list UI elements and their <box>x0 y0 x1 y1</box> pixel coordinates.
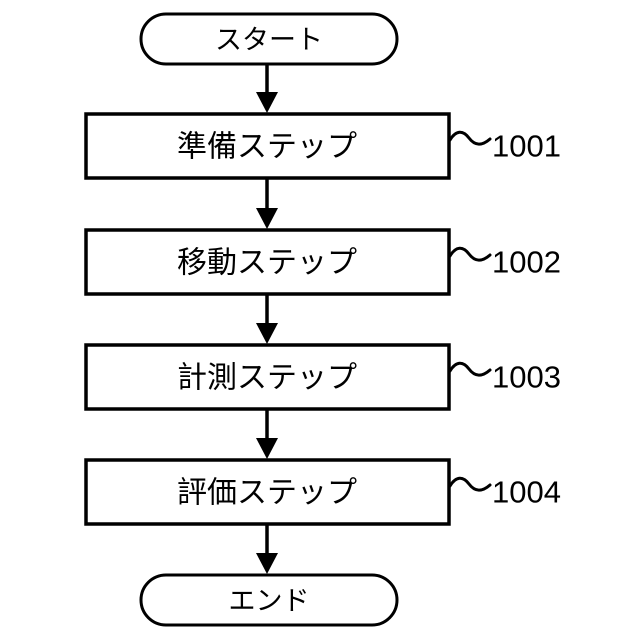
end-terminal-label: エンド <box>229 586 310 616</box>
flow-arrow-step4-to-end <box>256 524 278 574</box>
step-box-1003: 計測ステップ 1003 <box>84 343 561 411</box>
arrow-head-icon <box>256 208 278 229</box>
tilde-connector <box>448 246 492 262</box>
flow-arrow-step3-to-step4 <box>256 409 278 459</box>
tilde-connector <box>448 130 492 146</box>
start-terminal-shape <box>139 12 399 66</box>
step-label: 計測ステップ <box>177 362 357 395</box>
tilde-connector <box>448 361 492 377</box>
step-box-1004: 評価ステップ 1004 <box>84 458 561 526</box>
step-box-1001: 準備ステップ 1001 <box>84 112 561 180</box>
end-terminal-shape <box>139 573 399 627</box>
ref-number: 1001 <box>492 129 561 164</box>
ref-number: 1003 <box>492 360 561 395</box>
start-terminal-label: スタート <box>215 25 323 55</box>
flow-arrow-step2-to-step3 <box>256 294 278 344</box>
arrow-head-icon <box>256 438 278 459</box>
end-terminal: エンド <box>139 573 399 627</box>
step-box-1002: 移動ステップ 1002 <box>84 228 561 296</box>
step-label: 準備ステップ <box>177 131 357 164</box>
flow-arrow-start-to-step1 <box>256 64 278 113</box>
start-terminal: スタート <box>139 12 399 66</box>
arrow-head-icon <box>256 323 278 344</box>
step-box-shape <box>84 112 451 180</box>
tilde-connector <box>448 476 492 492</box>
flow-arrow-step1-to-step2 <box>256 178 278 229</box>
arrow-head-icon <box>256 553 278 574</box>
ref-number: 1004 <box>492 475 561 510</box>
step-label: 移動ステップ <box>177 247 357 280</box>
step-box-shape <box>84 343 451 411</box>
ref-number: 1002 <box>492 245 561 280</box>
arrow-head-icon <box>256 92 278 113</box>
step-label: 評価ステップ <box>177 477 357 510</box>
